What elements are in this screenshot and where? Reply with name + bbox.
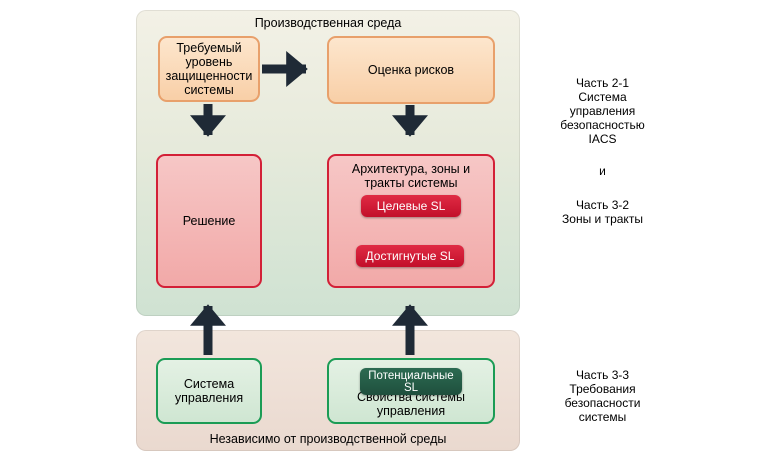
part-2-1-line-5: IACS — [588, 132, 617, 146]
side-label-part-3-3: Часть 3-3 Требования безопасности систем… — [520, 368, 685, 424]
risk-assessment-label: Оценка рисков — [367, 63, 455, 77]
side-label-part-2-1: Часть 2-1 Система управления безопасност… — [520, 76, 685, 146]
achieved-sl-badge: Достигнутые SL — [356, 245, 464, 267]
side-label-part-3-2: Часть 3-2 Зоны и тракты — [520, 198, 685, 226]
part-2-1-line-1: Часть 2-1 — [575, 76, 630, 90]
part-2-1-line-2: Система — [578, 90, 627, 104]
capabilities-line-2: управления — [376, 404, 446, 418]
solution-label: Решение — [182, 214, 236, 228]
solution-box: Решение — [156, 154, 262, 288]
required-security-level-box: Требуемый уровень защищенности системы — [158, 36, 260, 102]
control-system-line-1: Система — [183, 377, 235, 391]
risk-assessment-box: Оценка рисков — [327, 36, 495, 104]
production-environment-title: Производственная среда — [254, 16, 402, 30]
part-2-1-line-4: безопасностью — [560, 118, 645, 132]
control-system-box: Система управления — [156, 358, 262, 424]
part-3-3-line-1: Часть 3-3 — [575, 368, 630, 382]
part-3-3-line-3: безопасности — [564, 396, 641, 410]
capability-sl-line-1: Потенциальные — [368, 369, 454, 382]
architecture-zones-conduits-box: Архитектура, зоны и тракты системы — [327, 154, 495, 288]
architecture-line-2: тракты системы — [364, 176, 458, 190]
target-sl-badge: Целевые SL — [361, 195, 461, 217]
required-sl-line-1: Требуемый — [176, 41, 242, 55]
part-3-2-line-1: Часть 3-2 — [575, 198, 630, 212]
part-3-2-line-2: Зоны и тракты — [562, 212, 643, 226]
part-2-1-line-3: управления — [569, 104, 636, 118]
part-3-3-line-4: системы — [578, 410, 627, 424]
required-sl-line-2: уровень — [185, 55, 233, 69]
capability-sl-badge: Потенциальные SL — [360, 368, 462, 395]
capability-sl-line-2: SL — [403, 381, 419, 394]
independent-environment-title: Независимо от производственной среды — [209, 432, 447, 446]
part-3-3-line-2: Требования — [569, 382, 636, 396]
required-sl-line-3: защищенности — [165, 69, 253, 83]
control-system-line-2: управления — [174, 391, 244, 405]
architecture-line-1: Архитектура, зоны и — [351, 162, 471, 176]
required-sl-line-4: системы — [184, 83, 234, 97]
side-label-and: и — [599, 164, 606, 178]
